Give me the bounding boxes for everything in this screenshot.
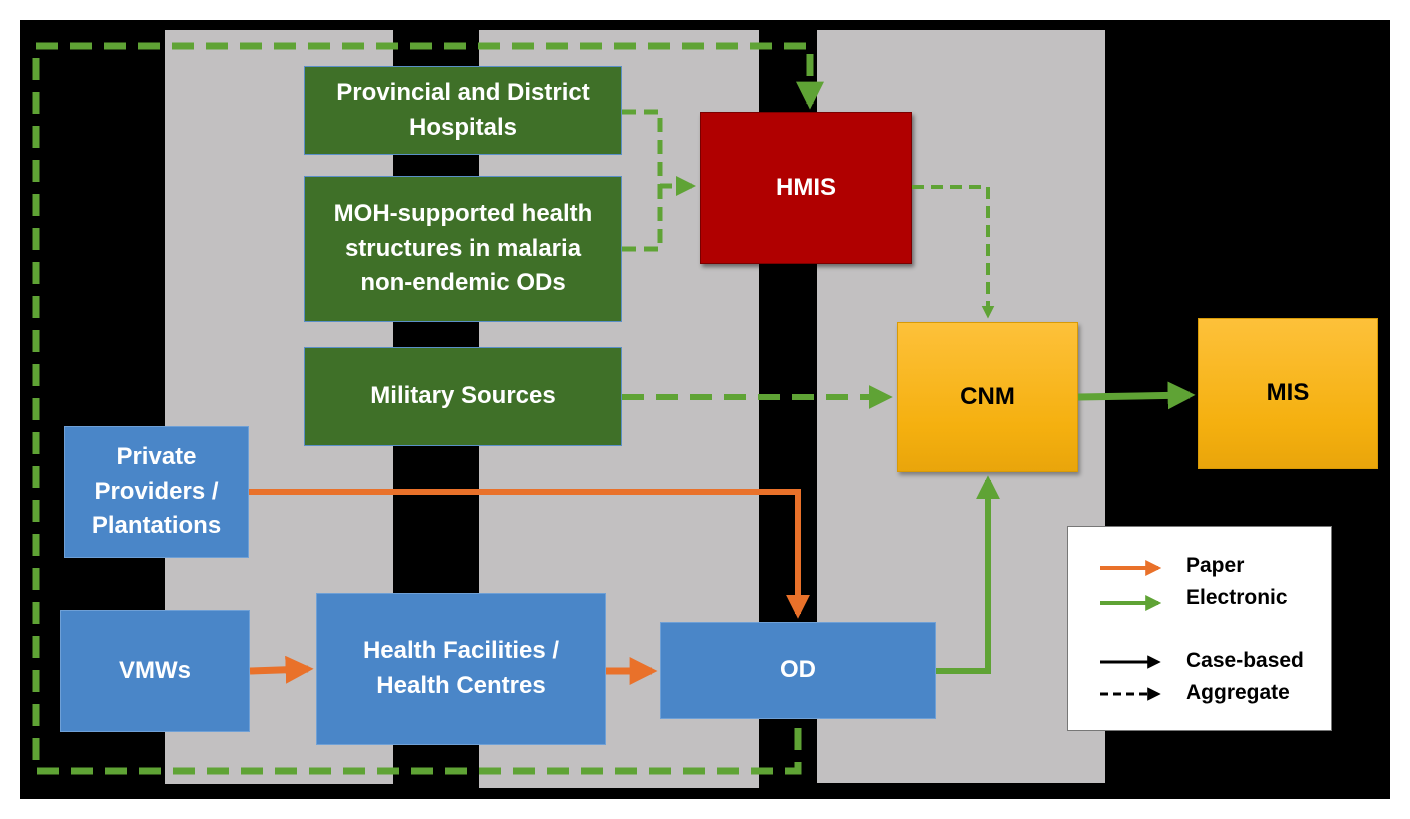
legend-aggregate-label: Aggregate xyxy=(1186,681,1290,704)
legend-case-based-label: Case-based xyxy=(1186,649,1304,672)
node-health-facilities: Health Facilities / Health Centres xyxy=(316,593,606,745)
node-od: OD xyxy=(660,622,936,719)
node-cnm: CNM xyxy=(897,322,1078,472)
legend-paper-label: Paper xyxy=(1186,554,1245,577)
legend: Paper Electronic Case-based Aggregate xyxy=(1067,526,1332,731)
node-provincial-hospitals: Provincial and District Hospitals xyxy=(304,66,622,155)
arrow-hmis-to-cnm xyxy=(912,185,995,319)
arrow-aggregate-loop-to-hmis xyxy=(32,42,824,775)
arrow-vmws-to-health-facilities xyxy=(249,655,314,684)
node-hmis: HMIS xyxy=(700,112,912,264)
node-mis: MIS xyxy=(1198,318,1378,469)
arrow-provincial-to-hmis xyxy=(622,109,696,196)
arrow-private-to-od xyxy=(249,489,810,619)
node-military-sources: Military Sources xyxy=(304,347,622,446)
node-vmws: VMWs xyxy=(60,610,250,732)
legend-swatches xyxy=(1100,560,1162,701)
node-private-providers: Private Providers / Plantations xyxy=(64,426,249,558)
arrow-moh-to-hmis xyxy=(622,186,663,252)
arrow-od-to-cnm xyxy=(936,475,1000,674)
legend-electronic-label: Electronic xyxy=(1186,586,1288,609)
node-moh-structures: MOH-supported health structures in malar… xyxy=(304,176,622,322)
arrow-cnm-to-mis xyxy=(1077,381,1196,410)
